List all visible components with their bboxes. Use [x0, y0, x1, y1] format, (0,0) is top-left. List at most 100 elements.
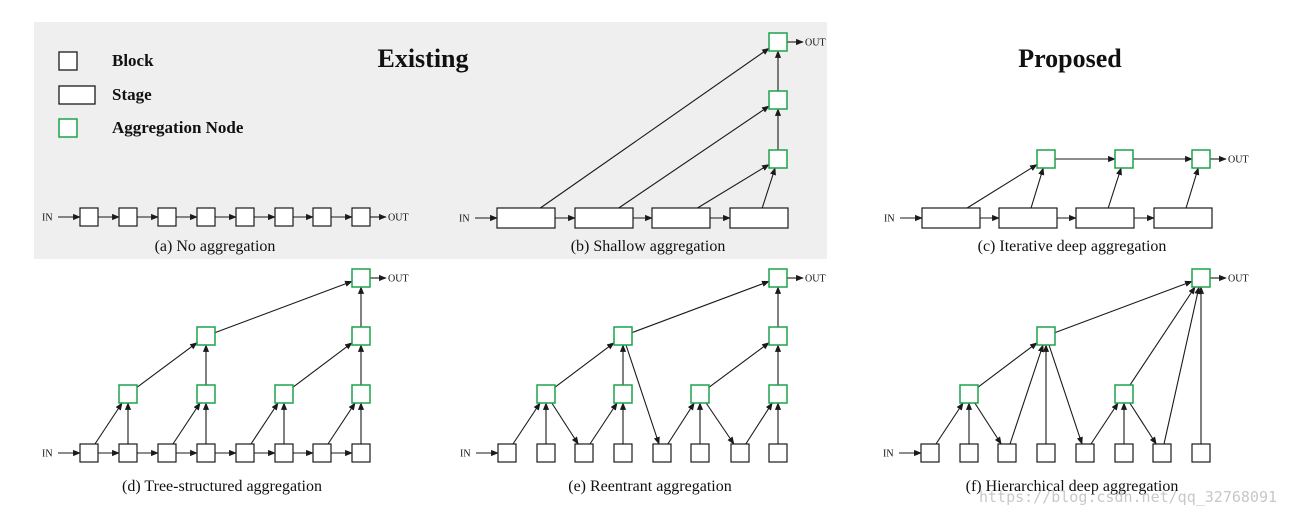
connection-arrow: [697, 164, 770, 209]
aggregation-node: [768, 32, 788, 52]
block: [1036, 443, 1056, 463]
legend: Block Stage Aggregation Node: [58, 51, 244, 138]
aggregation-node: [196, 326, 216, 346]
block: [1114, 443, 1134, 463]
aggregation-node: [768, 326, 788, 346]
in-label: IN: [459, 214, 470, 225]
in-label: IN: [883, 449, 894, 460]
caption-a: (a) No aggregation: [155, 238, 276, 255]
connection-arrow: [1048, 344, 1083, 445]
connection-arrow: [1054, 280, 1193, 334]
connection-arrow: [966, 164, 1038, 209]
stage: [1075, 207, 1135, 229]
connection-arrow: [974, 402, 1002, 445]
block: [497, 443, 517, 463]
out-label: OUT: [805, 274, 826, 285]
in-label: IN: [884, 214, 895, 225]
connection-arrow: [250, 402, 279, 445]
caption-e: (e) Reentrant aggregation: [568, 478, 731, 495]
in-label: IN: [42, 213, 53, 224]
connection-arrow: [551, 402, 579, 445]
legend-block-label: Block: [112, 51, 154, 70]
block: [959, 443, 979, 463]
aggregation-node: [768, 384, 788, 404]
block: [274, 443, 294, 463]
connection-arrow: [625, 344, 660, 445]
block: [157, 207, 177, 227]
block: [1075, 443, 1095, 463]
block: [574, 443, 594, 463]
block: [79, 443, 99, 463]
caption-f: (f) Hierarchical deep aggregation: [966, 478, 1179, 495]
block: [1191, 443, 1211, 463]
connection-arrow: [1090, 402, 1119, 445]
block: [196, 207, 216, 227]
block: [351, 207, 371, 227]
aggregation-node: [196, 384, 216, 404]
block: [1152, 443, 1172, 463]
block: [118, 207, 138, 227]
connection-arrow: [667, 402, 695, 445]
connection-arrow: [1185, 167, 1200, 209]
existing-header: Existing: [377, 44, 468, 73]
connection-arrow: [327, 402, 356, 445]
aggregation-node: [351, 384, 371, 404]
block: [351, 443, 371, 463]
block: [118, 443, 138, 463]
aggregation-node: [118, 384, 138, 404]
connection-arrow: [512, 402, 541, 445]
legend-stage-label: Stage: [112, 85, 152, 104]
connection-arrow: [708, 342, 770, 388]
connection-arrow: [172, 402, 201, 445]
aggregation-node: [1114, 149, 1134, 169]
aggregation-node: [1191, 149, 1211, 169]
connection-arrow: [1107, 167, 1122, 209]
connection-arrow: [1163, 286, 1201, 445]
connection-arrow: [1009, 344, 1044, 445]
stage: [1153, 207, 1213, 229]
in-label: IN: [42, 449, 53, 460]
block: [652, 443, 672, 463]
block: [235, 207, 255, 227]
block: [730, 443, 750, 463]
aggregation-node: [1114, 384, 1134, 404]
legend-aggregation-swatch: [58, 118, 78, 138]
aggregation-node: [274, 384, 294, 404]
connection-arrow: [136, 342, 198, 388]
legend-aggregation-label: Aggregation Node: [112, 118, 244, 137]
block: [157, 443, 177, 463]
stage: [921, 207, 981, 229]
connection-arrow: [1129, 286, 1196, 386]
connection-arrow: [540, 47, 770, 209]
connection-arrow: [214, 280, 353, 334]
proposed-header: Proposed: [1018, 44, 1122, 73]
out-label: OUT: [388, 274, 409, 285]
connection-arrow: [1129, 402, 1157, 445]
legend-block-swatch: [58, 51, 78, 71]
aggregation-node: [959, 384, 979, 404]
legend-stage-swatch: [58, 85, 96, 105]
block: [613, 443, 633, 463]
block: [274, 207, 294, 227]
arrows: [58, 38, 1227, 457]
block: [536, 443, 556, 463]
block: [690, 443, 710, 463]
block: [997, 443, 1017, 463]
caption-d: (d) Tree-structured aggregation: [122, 478, 322, 495]
in-label: IN: [460, 449, 471, 460]
aggregation-node: [1036, 326, 1056, 346]
connection-arrow: [977, 342, 1038, 388]
aggregation-node: [768, 149, 788, 169]
out-label: OUT: [1228, 155, 1249, 166]
out-label: OUT: [1228, 274, 1249, 285]
stage: [729, 207, 789, 229]
connection-arrow: [554, 342, 615, 388]
aggregation-node: [768, 268, 788, 288]
aggregation-node: [1191, 268, 1211, 288]
out-label: OUT: [388, 213, 409, 224]
stage: [998, 207, 1058, 229]
connection-arrow: [761, 167, 776, 209]
aggregation-node: [1036, 149, 1056, 169]
